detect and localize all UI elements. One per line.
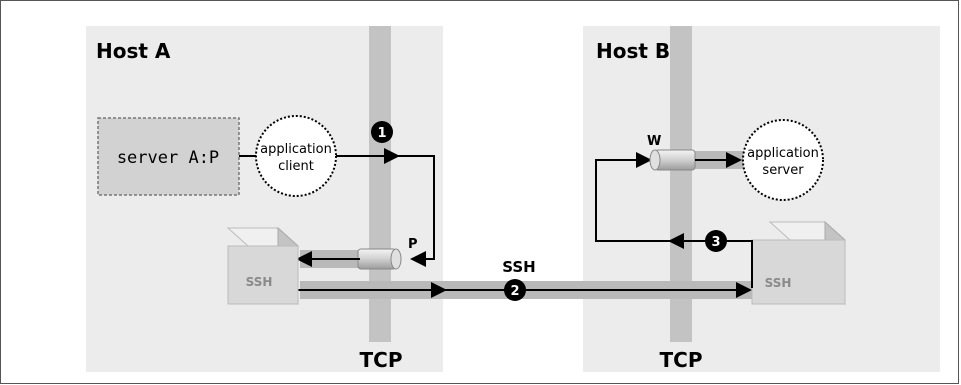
port-p-pipe-end bbox=[390, 248, 402, 270]
host-b-panel bbox=[583, 26, 940, 372]
ssh-box-b-label: SSH bbox=[765, 276, 792, 290]
port-w-pipe-end bbox=[649, 149, 661, 171]
loop-to-port-w-arrow bbox=[595, 152, 670, 242]
application-client-line2: client bbox=[278, 159, 314, 174]
application-server-line2: server bbox=[762, 163, 804, 178]
application-client-line1: application bbox=[260, 142, 332, 157]
application-server-line1: application bbox=[747, 146, 819, 161]
step-2-number: 2 bbox=[510, 284, 519, 299]
tcp-label-a: TCP bbox=[360, 348, 403, 372]
application-server-circle bbox=[742, 119, 824, 201]
port-p-label: P bbox=[408, 237, 418, 252]
ssh-box-a-label: SSH bbox=[246, 275, 273, 289]
step-1-number: 1 bbox=[377, 126, 386, 141]
port-w-pipe bbox=[654, 149, 696, 171]
server-box-text: server A:P bbox=[117, 148, 219, 168]
step-2-badge bbox=[504, 279, 526, 301]
step-3-badge bbox=[705, 230, 727, 252]
server-box bbox=[97, 117, 240, 196]
loop-to-port-p-arrow bbox=[396, 155, 435, 267]
port-w-label: W bbox=[647, 134, 661, 149]
step-3-number: 3 bbox=[711, 235, 720, 250]
ssh-box-a: SSH bbox=[226, 226, 300, 306]
ssh-b-to-tcp-arrow bbox=[668, 233, 753, 288]
ssh-link-label: SSH bbox=[502, 258, 536, 276]
ssh-box-b: SSH bbox=[751, 220, 847, 306]
step-1-badge bbox=[371, 121, 393, 143]
port-p-pipe bbox=[357, 248, 397, 270]
tcp-label-b: TCP bbox=[660, 348, 703, 372]
tcp-bar-b bbox=[670, 26, 692, 342]
host-a-label: Host A bbox=[96, 39, 171, 63]
host-b-label: Host B bbox=[596, 39, 670, 63]
